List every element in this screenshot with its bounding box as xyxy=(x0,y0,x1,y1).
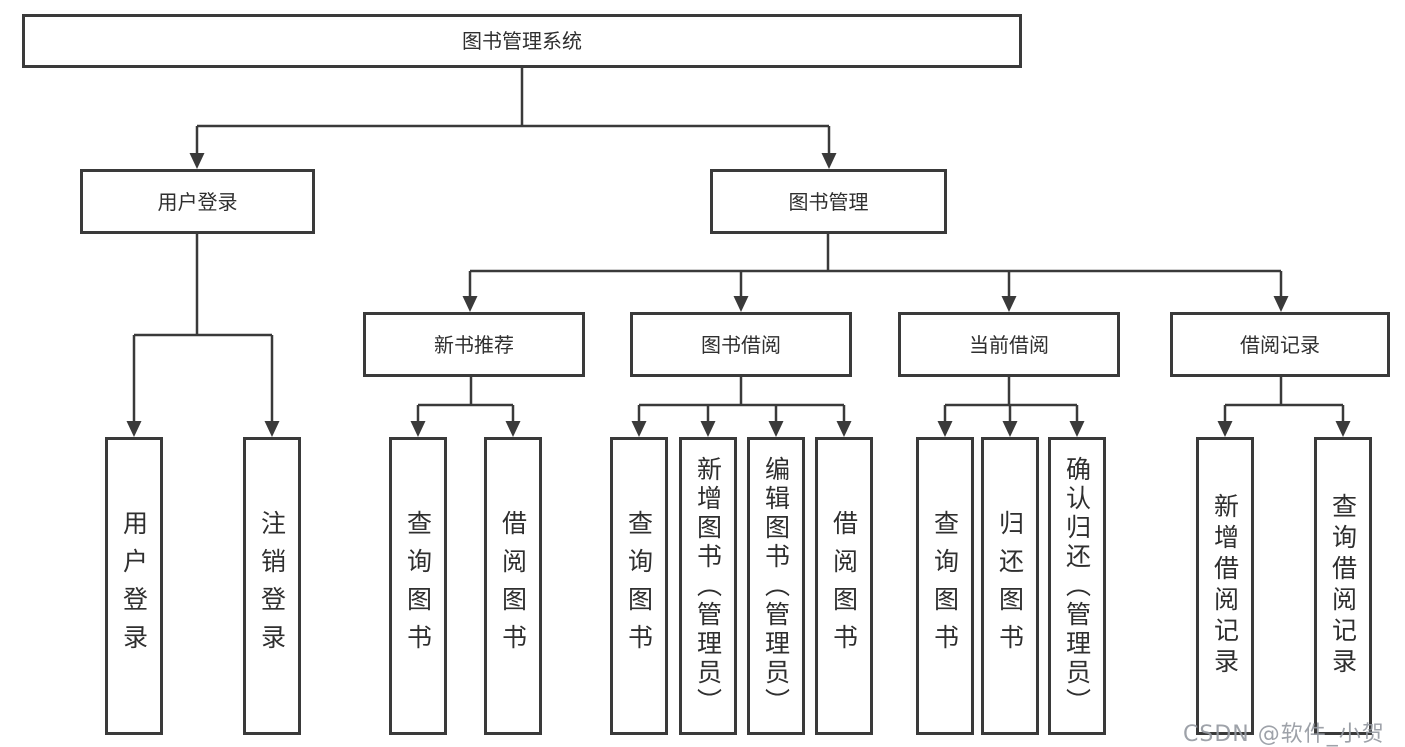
leaf-label: 借阅图书 xyxy=(498,510,528,662)
node-label: 用户登录 xyxy=(157,189,238,214)
leaf-query-books-recommend: 查询图书 xyxy=(389,437,447,735)
leaf-label: 新增借阅记录 xyxy=(1210,493,1240,679)
leaf-label: 编辑图书（管理员） xyxy=(761,455,791,717)
node-label: 图书借阅 xyxy=(701,332,781,357)
leaf-label: 查询图书 xyxy=(930,510,960,662)
node-label: 图书管理 xyxy=(788,189,869,214)
leaf-label: 用户登录 xyxy=(119,510,149,662)
node-label: 借阅记录 xyxy=(1240,332,1320,357)
leaf-add-books-admin: 新增图书（管理员） xyxy=(679,437,737,735)
node-new-book-recommend: 新书推荐 xyxy=(363,312,585,377)
node-book-management: 图书管理 xyxy=(710,169,947,234)
leaf-label: 新增图书（管理员） xyxy=(693,455,723,717)
csdn-watermark: CSDN @软件_小贺同学 xyxy=(1183,722,1385,747)
leaf-query-borrow-record: 查询借阅记录 xyxy=(1314,437,1372,735)
leaf-query-books-current: 查询图书 xyxy=(916,437,974,735)
leaf-label: 归还图书 xyxy=(995,510,1025,662)
leaf-add-borrow-record: 新增借阅记录 xyxy=(1196,437,1254,735)
leaf-borrow-books-recommend: 借阅图书 xyxy=(484,437,542,735)
node-user-login: 用户登录 xyxy=(80,169,315,234)
leaf-edit-books-admin: 编辑图书（管理员） xyxy=(747,437,805,735)
leaf-label: 查询图书 xyxy=(403,510,433,662)
leaf-label: 借阅图书 xyxy=(829,510,859,662)
node-book-borrow: 图书借阅 xyxy=(630,312,852,377)
connector-line-path xyxy=(132,68,1345,421)
leaf-borrow-books: 借阅图书 xyxy=(815,437,873,735)
node-label: 图书管理系统 xyxy=(462,29,582,53)
node-library-system: 图书管理系统 xyxy=(22,14,1022,68)
node-borrow-record: 借阅记录 xyxy=(1170,312,1390,377)
leaf-label: 查询借阅记录 xyxy=(1328,493,1358,679)
leaf-user-login: 用户登录 xyxy=(105,437,163,735)
leaf-label: 注销登录 xyxy=(257,510,287,662)
node-label: 新书推荐 xyxy=(434,332,514,357)
leaf-logout: 注销登录 xyxy=(243,437,301,735)
leaf-return-books: 归还图书 xyxy=(981,437,1039,735)
leaf-confirm-return-admin: 确认归还（管理员） xyxy=(1048,437,1106,735)
leaf-query-books-borrow: 查询图书 xyxy=(610,437,668,735)
node-label: 当前借阅 xyxy=(969,332,1049,357)
leaf-label: 查询图书 xyxy=(624,510,654,662)
node-current-borrow: 当前借阅 xyxy=(898,312,1120,377)
leaf-label: 确认归还（管理员） xyxy=(1062,455,1092,717)
